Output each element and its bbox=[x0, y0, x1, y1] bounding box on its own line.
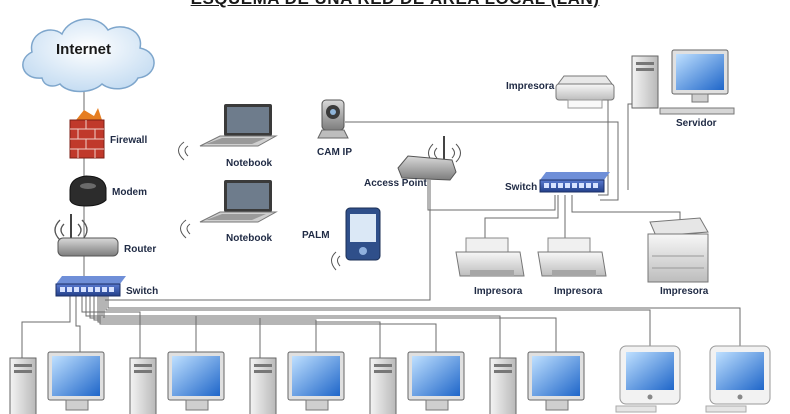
notebook-2-icon bbox=[180, 180, 278, 239]
pc-4-icon bbox=[369, 351, 465, 414]
cable-ap-switch2 bbox=[427, 180, 556, 211]
mac-1-icon bbox=[615, 345, 681, 413]
pc-2-icon bbox=[129, 351, 225, 414]
cable-pc1 bbox=[21, 295, 71, 360]
server-icon bbox=[631, 49, 735, 115]
diagram-title: ESQUEMA DE UNA RED DE ÁREA LOCAL (LAN) bbox=[0, 0, 790, 9]
cable-server-switch2 bbox=[627, 103, 643, 190]
cable-cam-switch2 bbox=[345, 121, 619, 201]
printer-3-label: Impresora bbox=[660, 286, 709, 297]
palm-label: PALM bbox=[302, 230, 330, 241]
printer-1-icon bbox=[455, 237, 525, 277]
printer-1-label: Impresora bbox=[474, 286, 523, 297]
cable-pc9 bbox=[101, 295, 501, 360]
cable-mac1 bbox=[105, 295, 651, 350]
cable-pc2 bbox=[75, 295, 81, 358]
printer-3-icon bbox=[647, 217, 709, 283]
modem-label: Modem bbox=[112, 187, 147, 198]
printer-2-icon bbox=[537, 237, 607, 277]
cam-ip-label: CAM IP bbox=[317, 147, 352, 158]
ip-camera-icon bbox=[317, 99, 349, 139]
server-label: Servidor bbox=[676, 118, 717, 129]
cable-pc8 bbox=[99, 295, 437, 358]
printer-top-icon bbox=[555, 75, 615, 109]
notebook-2-label: Notebook bbox=[226, 233, 273, 244]
internet-label: Internet bbox=[56, 41, 112, 58]
main-switch-label: Switch bbox=[126, 286, 159, 297]
cables bbox=[21, 88, 741, 360]
cable-switch2-printer3 bbox=[571, 195, 681, 222]
secondary-switch-icon bbox=[539, 172, 610, 193]
notebook-1-icon bbox=[178, 104, 278, 161]
cable-pc3 bbox=[81, 295, 141, 360]
cable-pc6 bbox=[93, 295, 317, 358]
router-label: Router bbox=[124, 244, 157, 255]
printer-2-label: Impresora bbox=[554, 286, 603, 297]
notebook-1-label: Notebook bbox=[226, 158, 273, 169]
firewall-icon bbox=[69, 108, 105, 159]
pc-1-icon bbox=[9, 351, 105, 414]
cable-pc5 bbox=[89, 295, 261, 360]
access-point-icon bbox=[397, 136, 461, 181]
main-switch-icon bbox=[55, 276, 126, 297]
internet-cloud-icon bbox=[22, 18, 155, 93]
printer-top-label: Impresora bbox=[506, 81, 555, 92]
secondary-switch-label: Switch bbox=[505, 182, 538, 193]
firewall-label: Firewall bbox=[110, 135, 148, 146]
cable-pc10 bbox=[103, 295, 557, 358]
cable-pc7 bbox=[97, 295, 381, 360]
access-point-label: Access Point bbox=[364, 178, 427, 189]
pc-3-icon bbox=[249, 351, 345, 414]
router-icon bbox=[54, 214, 119, 257]
modem-icon bbox=[69, 175, 107, 207]
pc-5-icon bbox=[489, 351, 585, 414]
cable-mac2 bbox=[107, 295, 741, 350]
cable-switch2-printer1 bbox=[484, 195, 559, 242]
cable-switch-access-point bbox=[105, 180, 431, 301]
palm-device-icon bbox=[331, 207, 381, 271]
mac-2-icon bbox=[705, 345, 771, 413]
